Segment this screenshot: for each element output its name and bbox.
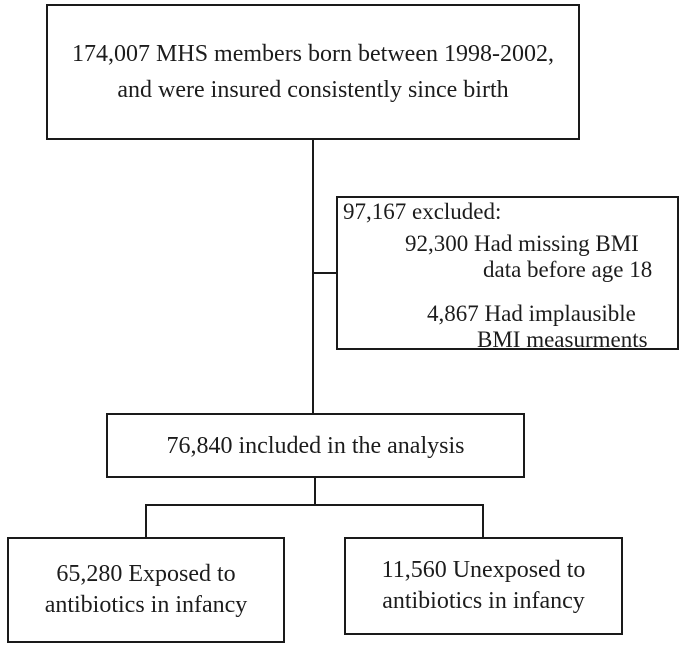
connector-included-down	[314, 478, 316, 506]
exposed-line-2: antibiotics in infancy	[44, 592, 248, 618]
population-box: 174,007 MHS members born between 1998-20…	[46, 4, 580, 140]
included-box: 76,840 included in the analysis	[106, 413, 525, 478]
excluded-item1-line1: 92,300 Had missing BMI	[405, 231, 639, 256]
unexposed-line-2: antibiotics in infancy	[382, 588, 585, 614]
connector-branch-horizontal	[145, 504, 484, 506]
excluded-item2-line2: BMI measurments	[477, 327, 648, 352]
connector-branch-left	[145, 504, 147, 537]
unexposed-line-1: 11,560 Unexposed to	[381, 557, 586, 583]
connector-to-excluded	[314, 272, 338, 274]
excluded-box: 97,167 excluded: 92,300 Had missing BMI …	[336, 196, 679, 352]
exposed-box: 65,280 Exposed to antibiotics in infancy	[7, 537, 285, 643]
excluded-header: 97,167 excluded:	[343, 199, 502, 224]
unexposed-box: 11,560 Unexposed to antibiotics in infan…	[344, 537, 623, 635]
excluded-item2-line1: 4,867 Had implausible	[427, 301, 636, 326]
population-line-1: 174,007 MHS members born between 1998-20…	[72, 41, 554, 67]
exposed-line-1: 65,280 Exposed to	[56, 561, 236, 587]
connector-population-to-included	[312, 140, 314, 413]
included-text: 76,840 included in the analysis	[166, 432, 465, 459]
population-line-2: and were insured consistently since birt…	[117, 77, 509, 103]
connector-branch-right	[482, 504, 484, 537]
excluded-item1-line2: data before age 18	[483, 257, 653, 282]
